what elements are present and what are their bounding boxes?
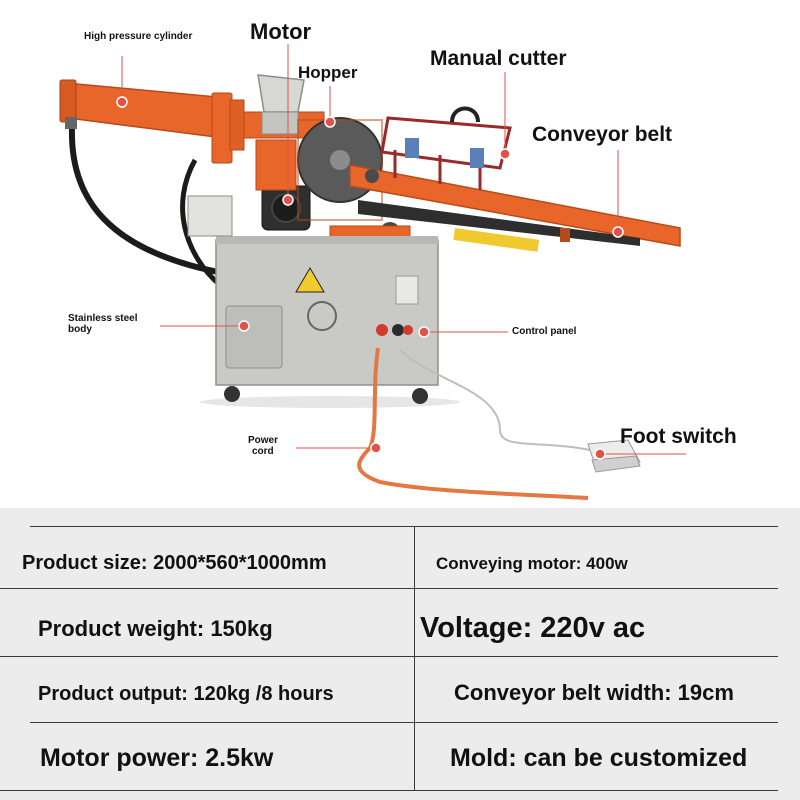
spec-rule-bottom — [0, 790, 778, 791]
spec-voltage: Voltage: 220v ac — [420, 612, 646, 644]
spec-motor-power: Motor power: 2.5kw — [40, 744, 274, 772]
callout-lines — [121, 44, 686, 455]
hydraulic-hose-left — [68, 127, 219, 275]
spec-product-output: Product output: 120kg /8 hours — [38, 683, 334, 705]
machine-illustration — [59, 44, 686, 500]
label-power-cord-line2: cord — [252, 446, 274, 457]
manual-cutter — [380, 106, 512, 190]
spec-rule-1 — [0, 588, 778, 589]
callout-dots — [116, 96, 624, 460]
floor-shadow — [200, 396, 460, 408]
power-cord — [357, 347, 589, 500]
label-motor: Motor — [250, 19, 312, 44]
caster-left — [224, 386, 240, 402]
spec-mold: Mold: can be customized — [450, 744, 748, 772]
label-high-pressure-cylinder: High pressure cylinder — [84, 31, 193, 42]
spec-product-size: Product size: 2000*560*1000mm — [22, 552, 327, 574]
spec-table: Product size: 2000*560*1000mm Conveying … — [0, 508, 800, 800]
machine-diagram: High pressure cylinder Motor Hopper Manu… — [59, 19, 737, 500]
wheel-hub — [330, 150, 350, 170]
label-hopper: Hopper — [298, 63, 358, 82]
spec-rule-top — [30, 526, 778, 527]
spec-rule-2 — [0, 656, 778, 657]
hopper — [257, 74, 305, 135]
foot-switch — [587, 439, 641, 473]
stainless-steel-body — [187, 195, 439, 386]
wheel-frame — [297, 119, 383, 221]
label-manual-cutter: Manual cutter — [430, 47, 567, 70]
label-stainless-steel-line1: Stainless steel — [68, 313, 138, 324]
caster-right — [412, 388, 428, 404]
control-panel-box — [395, 275, 419, 305]
foot-switch-cable — [399, 349, 591, 451]
hydraulic-hose-right — [180, 158, 222, 287]
label-power-cord-line1: Power — [248, 435, 279, 446]
label-conveyor-belt: Conveyor belt — [532, 123, 673, 146]
spec-conveying-motor: Conveying motor: 400w — [436, 554, 628, 573]
warning-plate — [453, 228, 540, 252]
label-control-panel: Control panel — [512, 326, 577, 337]
warning-triangle — [295, 267, 325, 293]
spec-divider — [414, 526, 415, 790]
spec-conveyor-belt-width: Conveyor belt width: 19cm — [454, 680, 734, 705]
side-tray — [187, 195, 233, 237]
label-foot-switch: Foot switch — [620, 425, 737, 448]
spec-rule-3 — [30, 722, 778, 723]
spec-product-weight: Product weight: 150kg — [38, 616, 273, 641]
conveyor-arm — [329, 164, 681, 252]
label-stainless-steel-line2: body — [68, 324, 92, 335]
fan-vent — [307, 301, 337, 331]
